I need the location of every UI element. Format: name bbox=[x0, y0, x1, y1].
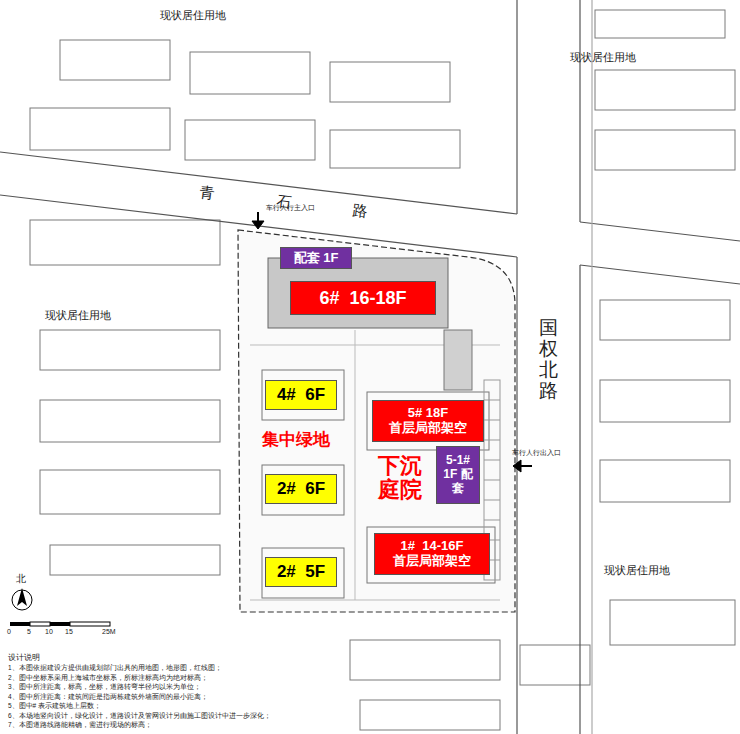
tower-block: 5# 18F首层局部架空 bbox=[372, 400, 484, 442]
building-label: 2# 6F bbox=[277, 479, 325, 499]
entrance-arrows bbox=[252, 212, 532, 472]
landuse-label: 现状居住用地 bbox=[570, 50, 636, 65]
road-name: 国权北路 bbox=[539, 318, 558, 402]
scale-number: 5 bbox=[27, 628, 31, 635]
notes-title: 设计说明 bbox=[8, 652, 40, 663]
building-label: 首层局部架空 bbox=[393, 554, 471, 569]
entrance-label: 车行人行出入口 bbox=[512, 448, 561, 458]
design-note: 2、图中坐标系采用上海城市坐标系，所标注标高均为绝对标高； bbox=[8, 674, 208, 683]
design-note: 7、本图道路线路能精确，需进行现场的标高； bbox=[8, 721, 152, 730]
site-boundary bbox=[238, 230, 515, 612]
building-label: 1# 14-16F bbox=[401, 539, 464, 554]
building-label: 首层局部架空 bbox=[389, 421, 467, 436]
building-label: 5# 18F bbox=[408, 406, 448, 421]
scale-number: 25M bbox=[102, 628, 116, 635]
tower-block: 1# 14-16F首层局部架空 bbox=[374, 533, 490, 575]
zone-label: 集中绿地 bbox=[262, 428, 330, 451]
design-note: 4、图中所注距离：建筑间距是指两栋建筑外墙面间的最小距离； bbox=[8, 693, 208, 702]
tower-block: 6# 16-18F bbox=[290, 281, 436, 315]
zone-label: 下沉 庭院 bbox=[376, 454, 424, 502]
lowrise-block: 2# 5F bbox=[265, 557, 337, 587]
design-note: 3、图中所注距离，标高，坐标，道路转弯半径均以米为单位； bbox=[8, 683, 201, 692]
scale-number: 15 bbox=[65, 628, 73, 635]
building-label: 4# 6F bbox=[277, 385, 325, 405]
building-label: 配套 1F bbox=[294, 251, 339, 266]
existing-buildings bbox=[30, 10, 735, 730]
landuse-label: 现状居住用地 bbox=[604, 563, 670, 578]
landuse-label: 现状居住用地 bbox=[160, 8, 226, 23]
design-note: 6、本场地竖向设计，绿化设计，道路设计及管网设计另由施工图设计中进一步深化； bbox=[8, 712, 271, 721]
building-label: 5-1# 1F 配套 bbox=[442, 454, 473, 495]
north-label: 北 bbox=[16, 572, 26, 586]
internal-lanes bbox=[250, 330, 500, 600]
building-label: 2# 5F bbox=[277, 562, 325, 582]
building-label: 6# 16-18F bbox=[319, 288, 406, 309]
scale-number: 0 bbox=[7, 628, 11, 635]
lowrise-block: 2# 6F bbox=[265, 474, 337, 504]
design-note: 1、本图依据建设方提供由规划部门出具的用地图，地形图，红线图； bbox=[8, 664, 222, 673]
building-footprints bbox=[262, 258, 495, 598]
entrance-label: 车行人行主入口 bbox=[266, 203, 315, 213]
scale-bar bbox=[10, 622, 110, 626]
design-note: 5、图中# 表示建筑地上层数； bbox=[8, 702, 101, 711]
north-arrow bbox=[12, 588, 32, 610]
amenity-block: 5-1# 1F 配套 bbox=[436, 446, 480, 504]
landuse-label: 现状居住用地 bbox=[45, 308, 111, 323]
lowrise-block: 4# 6F bbox=[265, 380, 337, 410]
amenity-block: 配套 1F bbox=[280, 247, 352, 269]
scale-number: 10 bbox=[45, 628, 53, 635]
